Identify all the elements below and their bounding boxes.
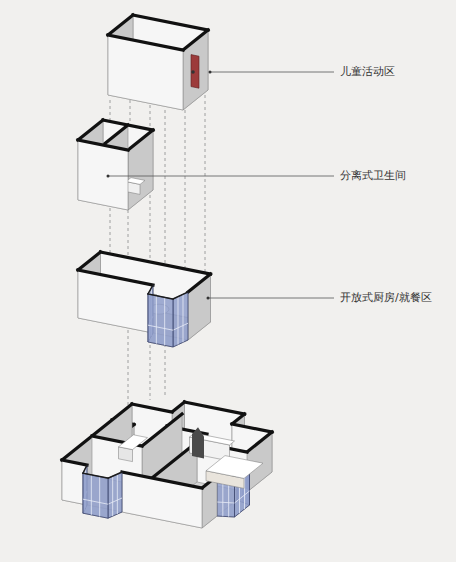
- wall-face: [128, 130, 153, 210]
- window-rail: [217, 502, 235, 503]
- toilet-top: [126, 178, 145, 185]
- leader-dot: [209, 71, 212, 74]
- wall-cap: [133, 15, 208, 30]
- wall-cap: [108, 15, 133, 35]
- wall-cap: [132, 404, 172, 412]
- wall-cap: [103, 125, 128, 145]
- wall-cap: [78, 140, 128, 150]
- area-label: 儿童活动区: [340, 65, 395, 79]
- wall-cap: [83, 473, 108, 478]
- wall-cap: [172, 402, 185, 412]
- wall-cap: [122, 472, 202, 488]
- leader-dot: [207, 297, 210, 300]
- window-rail: [83, 499, 108, 504]
- area-label: 开放式厨房/就餐区: [340, 291, 432, 305]
- wall-face: [122, 472, 202, 528]
- window-mullion: [164, 297, 165, 345]
- wall-cap: [78, 120, 103, 140]
- window-mullion: [117, 474, 118, 514]
- wall-cap: [108, 472, 122, 478]
- dashed-guide: [185, 110, 186, 285]
- wall-cap: [188, 274, 211, 292]
- floor-plan-base: [62, 402, 272, 528]
- wall-cap: [148, 294, 173, 299]
- wall-cap: [78, 252, 101, 270]
- window-mullion: [183, 294, 184, 342]
- wall-cap: [83, 465, 87, 473]
- wall-cap: [142, 414, 182, 446]
- window-mullion: [178, 297, 179, 345]
- wall-cap: [183, 30, 208, 50]
- bath-fixture-top: [119, 435, 148, 450]
- wall-cap: [101, 252, 211, 274]
- wall-face: [108, 35, 183, 110]
- kitchen-dining-block: [78, 252, 211, 347]
- glass-window: [108, 472, 122, 518]
- window-mullion: [112, 476, 113, 516]
- wall-cap: [128, 130, 153, 150]
- wall-face: [78, 140, 128, 210]
- glass-window: [148, 294, 173, 347]
- wall-dot: [191, 70, 195, 74]
- children-area-block: [108, 15, 208, 110]
- window-mullion: [99, 477, 100, 517]
- window-rail: [173, 323, 188, 330]
- window-mullion: [91, 475, 92, 515]
- leader-line: [108, 176, 334, 177]
- wall-cap: [173, 292, 188, 299]
- wall-face: [188, 274, 211, 340]
- window-rail: [235, 491, 250, 503]
- leader-lines: [107, 71, 335, 300]
- bed-top: [206, 456, 263, 479]
- leader-line: [210, 72, 334, 73]
- wall-cap: [62, 460, 87, 465]
- window-rail: [148, 325, 173, 330]
- wall-cap: [78, 270, 153, 285]
- window-rail: [108, 498, 122, 504]
- glass-window: [83, 473, 108, 518]
- wall-cap: [232, 424, 272, 432]
- glass-window: [173, 292, 188, 347]
- wall-cap: [232, 414, 245, 424]
- wall-cap: [185, 402, 245, 414]
- area-label: 分离式卫生间: [340, 169, 406, 183]
- dashed-guide: [165, 110, 166, 395]
- wall-face: [183, 30, 208, 110]
- bathroom-block: [78, 120, 153, 210]
- wall-cap: [108, 35, 183, 50]
- wall-face: [202, 476, 217, 528]
- base-arch: [192, 427, 204, 458]
- leader-line: [208, 298, 334, 299]
- wall-face: [78, 270, 153, 333]
- red-door: [191, 55, 199, 89]
- wall-cap: [148, 285, 153, 294]
- leader-dot: [107, 175, 110, 178]
- window-mullion: [156, 296, 157, 344]
